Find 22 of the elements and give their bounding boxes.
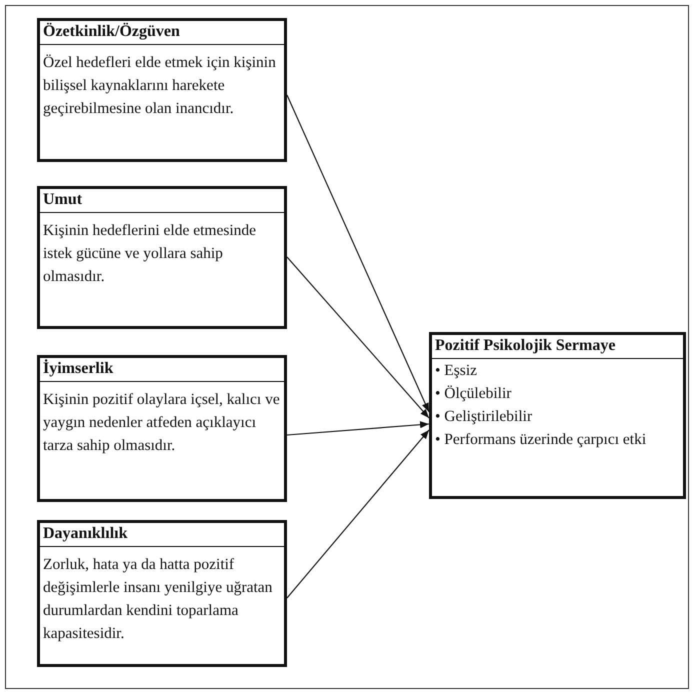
concept-box <box>37 18 287 162</box>
description-text: Kişinin hedeflerini elde etmesinde istek gücüne ve yollara sahip olmasıdır. <box>42 221 258 287</box>
bullet-item: • Geliştirilebilir <box>434 407 534 427</box>
concept-box <box>429 332 686 499</box>
concept-box <box>37 186 287 329</box>
arrow <box>286 430 430 598</box>
box-heading: Umut <box>40 189 284 213</box>
bullet-item: • Performans üzerinde çarpıcı etki <box>434 430 648 450</box>
arrow <box>286 256 430 418</box>
box-heading: Pozitif Psikolojik Sermaye <box>432 335 683 359</box>
description-text: Zorluk, hata ya da hatta pozitif değişimlerle insanı yenilgiye uğratan durumlardan kendini toparlama kapasitesidir. <box>42 555 274 644</box>
box-heading: İyimserlik <box>40 358 284 382</box>
concept-box <box>37 355 287 502</box>
description-text: Özel hedefleri elde etmek için kişinin bilişsel kaynaklarını harekete geçirebilmesine olan inancıdır. <box>42 53 277 119</box>
bullet-item: • Ölçülebilir <box>434 384 512 404</box>
bullet-item: • Eşsiz <box>434 361 478 381</box>
box-heading: Dayanıklılık <box>40 523 284 547</box>
box-heading: Özetkinlik/Özgüven <box>40 21 284 45</box>
arrow <box>286 421 430 436</box>
arrow <box>286 94 430 412</box>
description-text: Kişinin pozitif olaylara içsel, kalıcı ve yaygın nedenler atfeden açıklayıcı tarza sahip olmasıdır. <box>42 390 281 456</box>
concept-box <box>37 520 287 667</box>
